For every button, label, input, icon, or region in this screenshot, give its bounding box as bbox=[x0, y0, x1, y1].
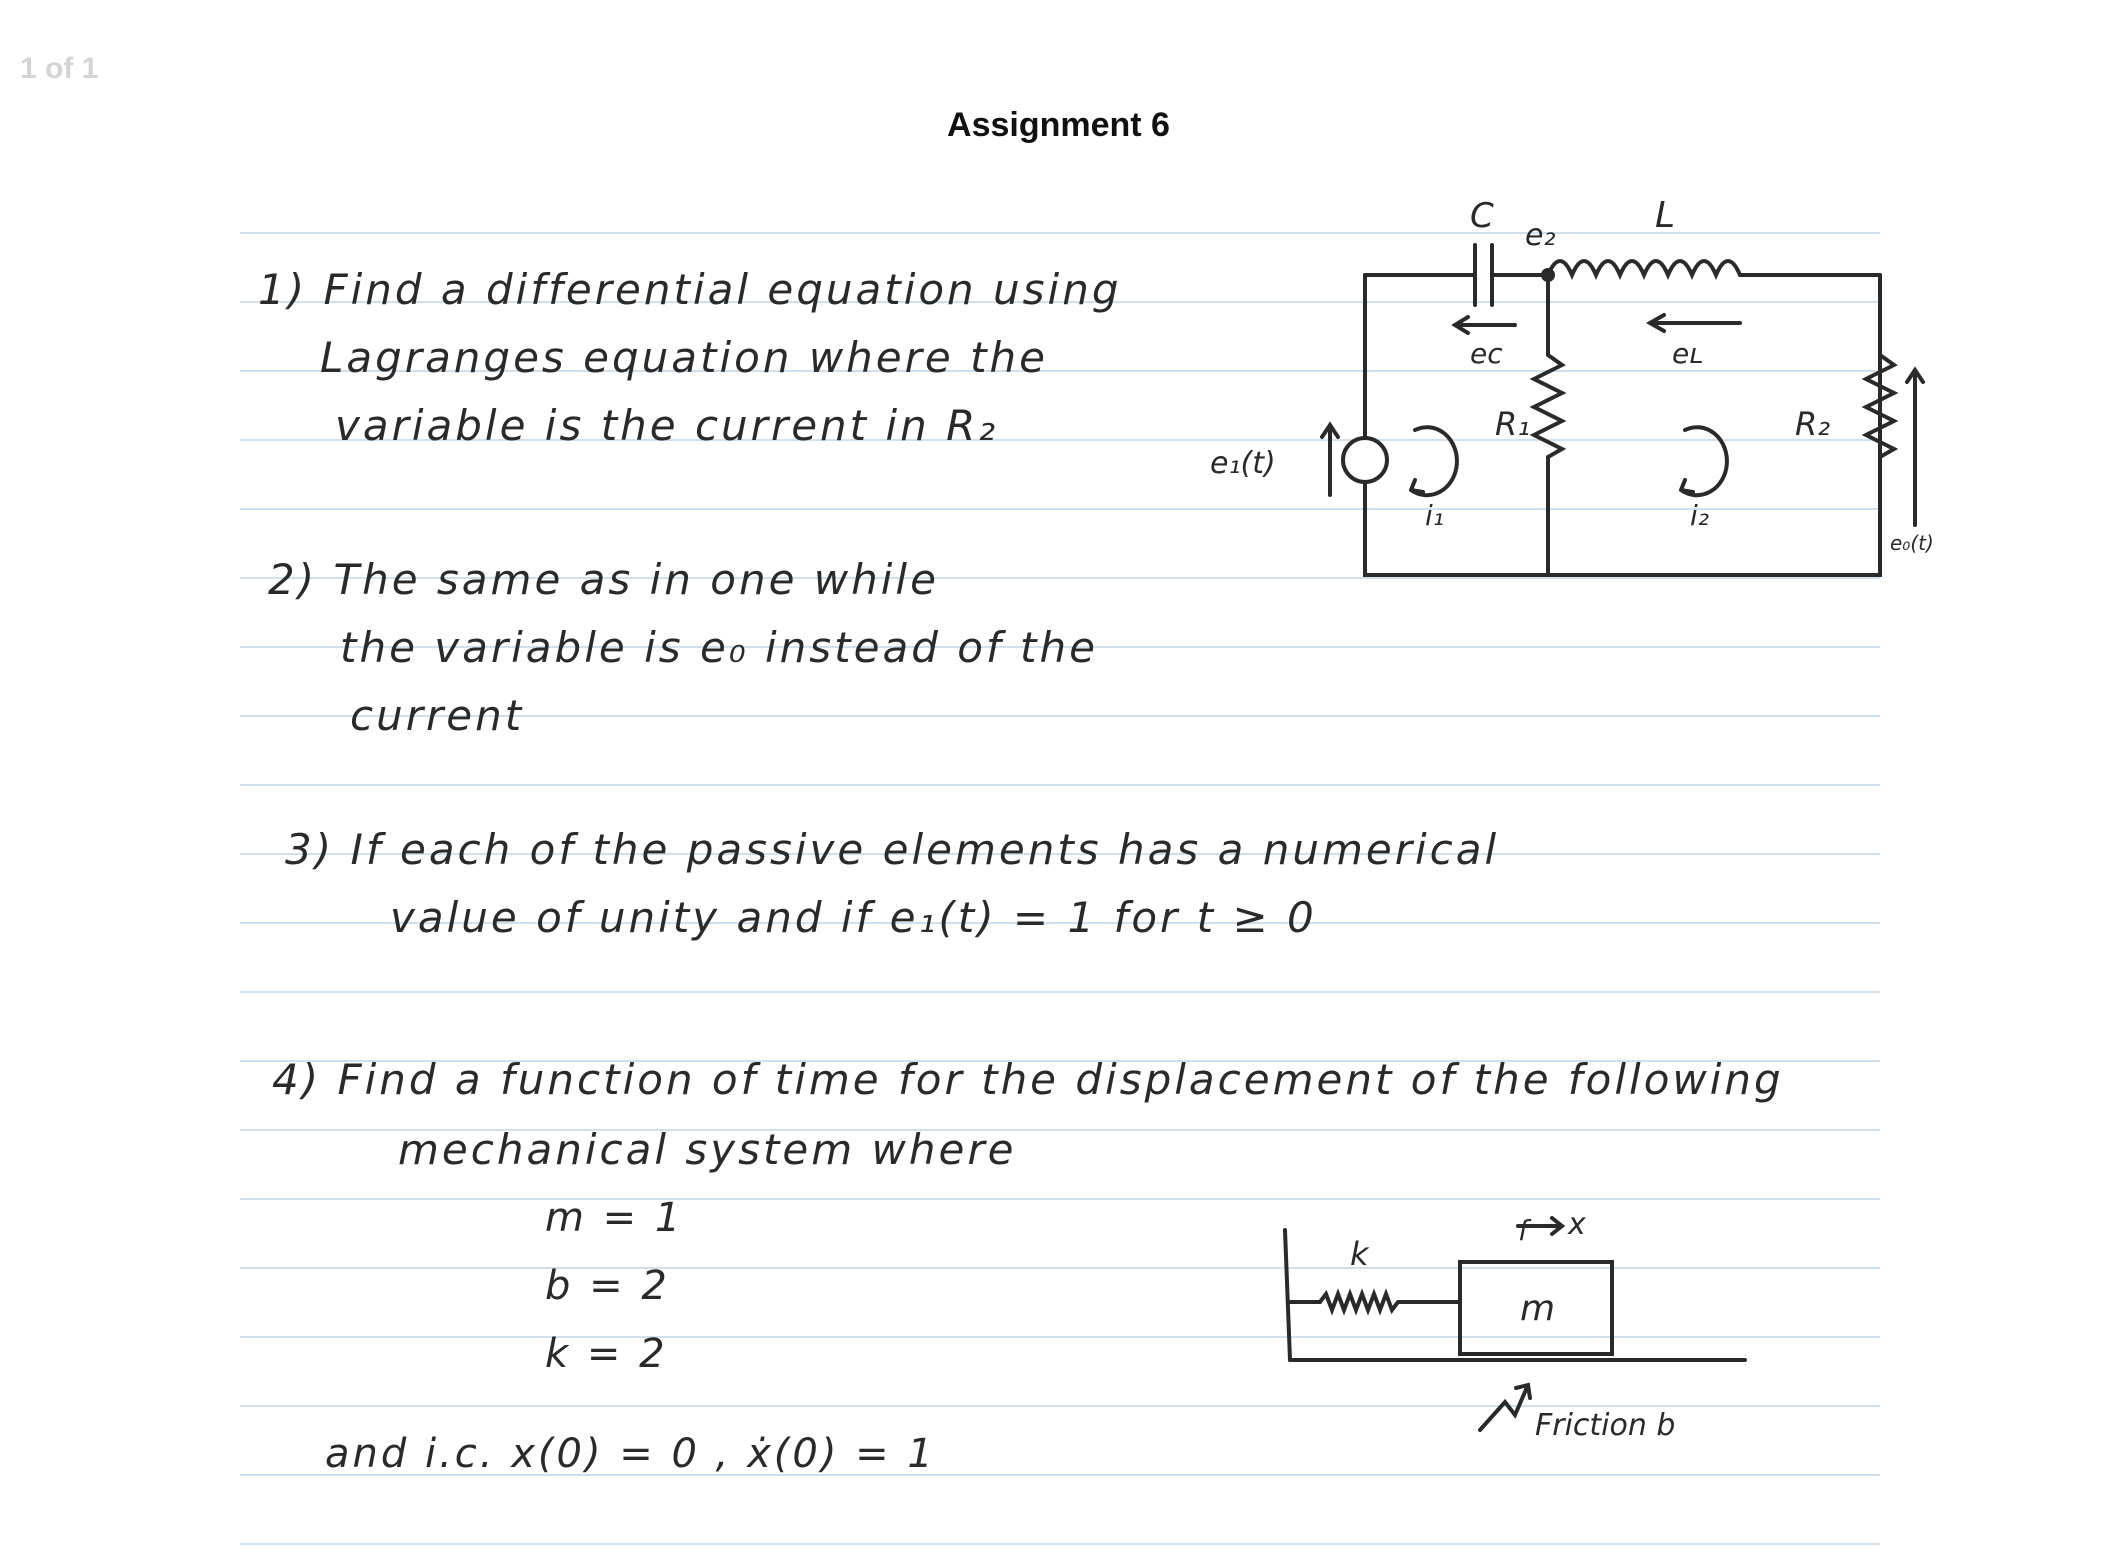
resistor-r2 bbox=[1861, 353, 1899, 459]
q3-line-1: 3) If each of the passive elements has a… bbox=[285, 825, 1500, 874]
node-dot bbox=[1541, 268, 1555, 282]
mechanical-system-diagram: k m f x Friction b bbox=[1283, 1207, 1747, 1443]
notebook-page: 1) Find a differential equation using La… bbox=[240, 165, 1934, 1550]
q1-line-2: Lagranges equation where the bbox=[320, 333, 1049, 382]
node-voltage-label: e₂ bbox=[1525, 218, 1555, 253]
force-arrow bbox=[1516, 1216, 1566, 1236]
capacitor-voltage-arrow bbox=[1451, 315, 1517, 335]
mass-block bbox=[1458, 1260, 1614, 1356]
q4-line-1: 4) Find a function of time for the displ… bbox=[272, 1055, 1784, 1104]
inductor-voltage-label: eʟ bbox=[1672, 337, 1703, 370]
q1-line-1: 1) Find a differential equation using bbox=[258, 265, 1122, 314]
circuit-wire-left bbox=[1363, 273, 1882, 577]
q1-line-3: variable is the current in R₂ bbox=[335, 401, 999, 450]
loop-current-arrow-2 bbox=[1679, 425, 1729, 498]
mass-label: m bbox=[1520, 1288, 1555, 1329]
force-label: f bbox=[1518, 1214, 1532, 1247]
q3-line-2: value of unity and if e₁(t) = 1 for t ≥ … bbox=[390, 893, 1317, 942]
i1-label: i₁ bbox=[1425, 499, 1444, 532]
r2-label: R₂ bbox=[1795, 405, 1830, 443]
q2-line-2: the variable is e₀ instead of the bbox=[340, 623, 1098, 672]
spring-label: k bbox=[1350, 1235, 1370, 1273]
circuit-diagram: C e₂ L eᴄ eʟ e₁(t) R₁ R₂ i₁ i₂ e₀(t) bbox=[1210, 195, 1934, 577]
capacitor-voltage-label: eᴄ bbox=[1470, 337, 1503, 370]
source-arrow bbox=[1320, 421, 1340, 497]
spring bbox=[1288, 1288, 1462, 1316]
i2-label: i₂ bbox=[1690, 499, 1709, 532]
inductor-voltage-arrow bbox=[1645, 313, 1742, 333]
friction-label: Friction b bbox=[1535, 1408, 1675, 1443]
q2-line-3: current bbox=[350, 691, 525, 740]
q4-line-2: mechanical system where bbox=[398, 1125, 1017, 1174]
r1-label: R₁ bbox=[1495, 405, 1530, 443]
source-label: e₁(t) bbox=[1210, 446, 1276, 481]
friction-arrow bbox=[1478, 1382, 1532, 1432]
inductor-coil bbox=[1546, 259, 1882, 281]
output-arrow bbox=[1905, 366, 1925, 527]
q4-spring-value: k = 2 bbox=[545, 1331, 668, 1377]
page-counter: 1 of 1 bbox=[20, 52, 99, 85]
q4-initial-conditions: and i.c. x(0) = 0 , ẋ(0) = 1 bbox=[325, 1431, 936, 1477]
q4-damping-value: b = 2 bbox=[545, 1263, 670, 1309]
capacitor-label: C bbox=[1470, 196, 1494, 236]
voltage-source bbox=[1341, 436, 1389, 484]
inductor-label: L bbox=[1655, 195, 1675, 236]
q2-line-1: 2) The same as in one while bbox=[268, 555, 939, 604]
resistor-r1 bbox=[1529, 273, 1567, 577]
output-label: e₀(t) bbox=[1890, 531, 1934, 555]
displacement-label: x bbox=[1567, 1207, 1586, 1242]
loop-current-arrow-1 bbox=[1409, 425, 1459, 498]
wall bbox=[1283, 1228, 1292, 1362]
q4-mass-value: m = 1 bbox=[545, 1195, 684, 1241]
document-title: Assignment 6 bbox=[947, 106, 1170, 144]
